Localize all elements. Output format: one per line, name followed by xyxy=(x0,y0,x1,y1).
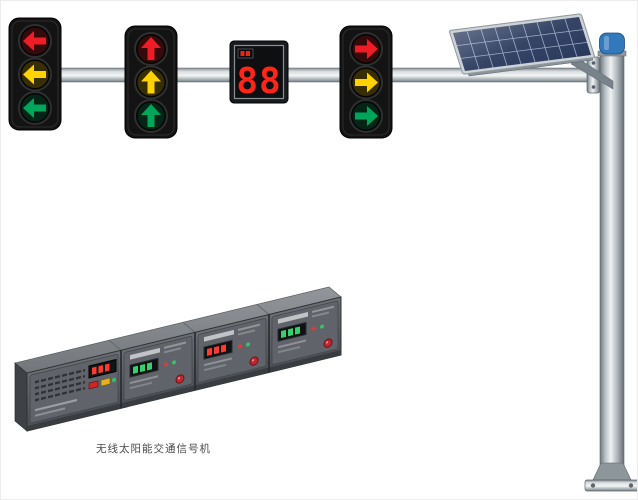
status-led-green xyxy=(112,377,116,383)
countdown-timer: 88 xyxy=(229,40,289,104)
lens-red xyxy=(349,32,383,66)
status-led-red xyxy=(238,344,242,349)
red-button xyxy=(88,380,99,390)
up-arrow-icon xyxy=(141,104,161,127)
solar-panel-assembly xyxy=(449,13,614,90)
right-arrow-icon xyxy=(355,106,378,126)
up-arrow-signal xyxy=(124,25,178,139)
controller-left-end xyxy=(14,362,28,432)
lens-green xyxy=(134,99,168,133)
red-button xyxy=(175,374,185,384)
up-arrow-icon xyxy=(141,70,161,94)
pole-cap-blue xyxy=(599,32,625,55)
product-caption: 无线太阳能交通信号机 xyxy=(96,443,211,455)
controller-module-4 xyxy=(271,300,339,365)
pole-base-gusset xyxy=(592,462,632,481)
red-button xyxy=(249,356,259,366)
lens-yellow xyxy=(18,57,52,92)
status-led-green xyxy=(172,360,176,365)
left-arrow-icon xyxy=(23,98,46,118)
left-arrow-signal xyxy=(8,17,62,131)
right-arrow-icon xyxy=(355,39,378,59)
red-button xyxy=(323,338,333,348)
controller-module-2 xyxy=(123,336,193,401)
controller-top-seams xyxy=(108,304,270,351)
countdown-mini-display xyxy=(237,48,254,59)
lens-yellow xyxy=(349,65,383,100)
controller-front xyxy=(26,296,342,432)
controller-module-3 xyxy=(197,318,267,383)
pole-base-plate xyxy=(584,479,637,492)
vent-grid xyxy=(35,366,85,405)
lens-green xyxy=(18,91,52,125)
countdown-digits: 88 xyxy=(236,61,281,102)
status-led-red xyxy=(164,362,168,367)
pole-shaft xyxy=(599,50,625,482)
status-led-red xyxy=(312,326,316,331)
lens-yellow xyxy=(134,65,168,100)
status-led-green xyxy=(246,342,250,347)
yellow-button xyxy=(100,377,111,387)
right-arrow-signal xyxy=(339,25,393,139)
right-arrow-icon xyxy=(355,72,378,93)
left-arrow-icon xyxy=(23,31,46,51)
lens-red xyxy=(134,32,168,66)
vertical-pole xyxy=(584,32,637,492)
up-arrow-icon xyxy=(141,37,161,60)
controller-module-1 xyxy=(29,353,119,424)
signal-controller xyxy=(14,286,342,432)
lens-red xyxy=(18,24,52,58)
solar-panel xyxy=(449,13,595,75)
status-led-green xyxy=(320,324,324,329)
lens-green xyxy=(349,99,383,133)
left-arrow-icon xyxy=(23,64,46,85)
